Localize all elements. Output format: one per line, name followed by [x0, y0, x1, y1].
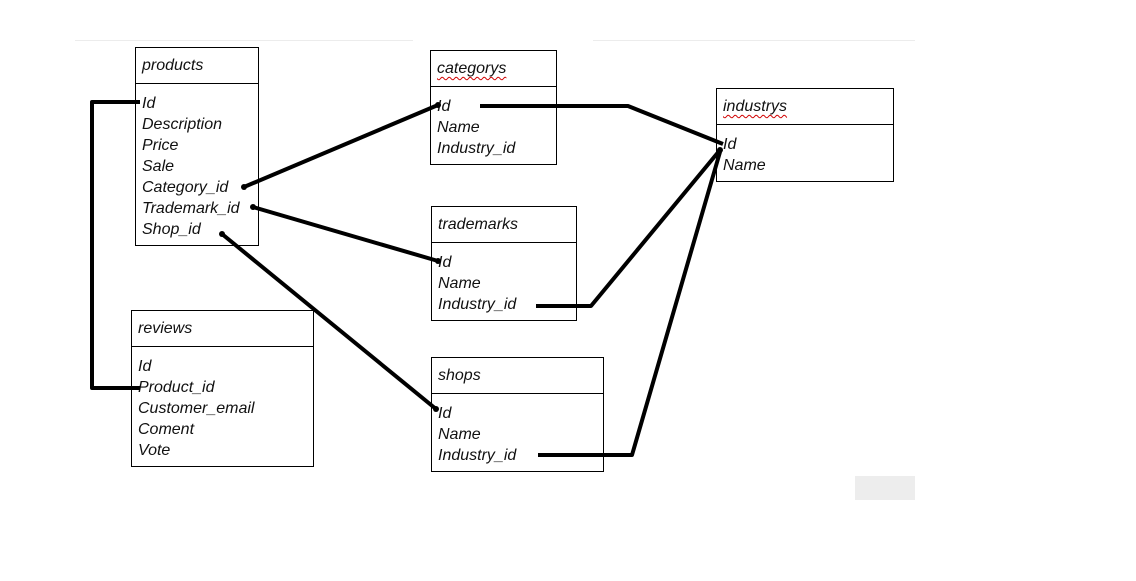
entity-categorys-title: categorys: [431, 51, 556, 87]
entity-products-fields: Id Description Price Sale Category_id Tr…: [136, 84, 258, 240]
entity-industrys-fields: Id Name: [717, 125, 893, 176]
field-reviews-id: Id: [138, 358, 152, 375]
field-products-id: Id: [142, 95, 156, 112]
link-end-dot: [219, 231, 225, 237]
field-categorys-name: Name: [437, 119, 480, 136]
link-end-dot: [433, 406, 439, 412]
field-products-sale: Sale: [142, 158, 175, 175]
field-products-category-id: Category_id: [142, 179, 229, 196]
field-products-trademark-id: Trademark_id: [142, 200, 240, 217]
link-reviews-product-to-products-id: [90, 100, 140, 390]
field-categorys-industry-id: Industry_id: [437, 140, 516, 157]
field-industrys-name: Name: [723, 157, 766, 174]
link-categorys-id-to-industrys-id: [480, 104, 724, 146]
field-products-description: Description: [142, 116, 223, 133]
link-end-dot: [250, 204, 256, 210]
field-reviews-customer-email: Customer_email: [138, 400, 255, 417]
entity-trademarks-title: trademarks: [432, 207, 576, 243]
field-reviews-coment: Coment: [138, 421, 195, 438]
top-rule-right: [593, 40, 915, 41]
entity-categorys-fields: Id Name Industry_id: [431, 87, 556, 159]
entity-reviews-title: reviews: [132, 311, 313, 347]
link-shops-industry-to-industrys-id: [538, 151, 722, 457]
field-reviews-product-id: Product_id: [138, 379, 215, 396]
entity-trademarks[interactable]: trademarks Id Name Industry_id: [431, 206, 577, 321]
field-shops-name: Name: [438, 426, 481, 443]
link-products-shop-to-shops-id: [220, 232, 438, 411]
entity-shops[interactable]: shops Id Name Industry_id: [431, 357, 604, 472]
entity-industrys-title: industrys: [717, 89, 893, 125]
industrys-title-text: industrys: [723, 98, 788, 115]
field-trademarks-name: Name: [438, 275, 481, 292]
entity-reviews[interactable]: reviews Id Product_id Customer_email Com…: [131, 310, 314, 467]
field-trademarks-industry-id: Industry_id: [438, 296, 517, 313]
entity-industrys[interactable]: industrys Id Name: [716, 88, 894, 182]
field-shops-id: Id: [438, 405, 452, 422]
field-trademarks-id: Id: [438, 254, 452, 271]
link-trademarks-industry-to-industrys-id: [536, 148, 722, 308]
entity-shops-fields: Id Name Industry_id: [432, 394, 603, 466]
field-industrys-id: Id: [723, 136, 737, 153]
field-products-shop-id: Shop_id: [142, 221, 201, 238]
field-reviews-vote: Vote: [138, 442, 171, 459]
entity-trademarks-fields: Id Name Industry_id: [432, 243, 576, 315]
link-end-dot: [435, 258, 441, 264]
entity-reviews-fields: Id Product_id Customer_email Coment Vote: [132, 347, 313, 461]
field-shops-industry-id: Industry_id: [438, 447, 517, 464]
categorys-title-text: categorys: [437, 60, 507, 77]
link-end-dot: [241, 184, 247, 190]
field-products-price: Price: [142, 137, 179, 154]
gray-corner-block: [855, 476, 915, 500]
field-categorys-id: Id: [437, 98, 451, 115]
link-products-trademark-to-trademarks-id: [252, 205, 439, 263]
entity-shops-title: shops: [432, 358, 603, 394]
entity-products-title: products: [136, 48, 258, 84]
link-products-category-to-categorys-id: [243, 103, 439, 189]
entity-products[interactable]: products Id Description Price Sale Categ…: [135, 47, 259, 246]
link-end-dot: [717, 147, 723, 153]
top-rule-left: [75, 40, 413, 41]
link-end-dot: [435, 102, 441, 108]
